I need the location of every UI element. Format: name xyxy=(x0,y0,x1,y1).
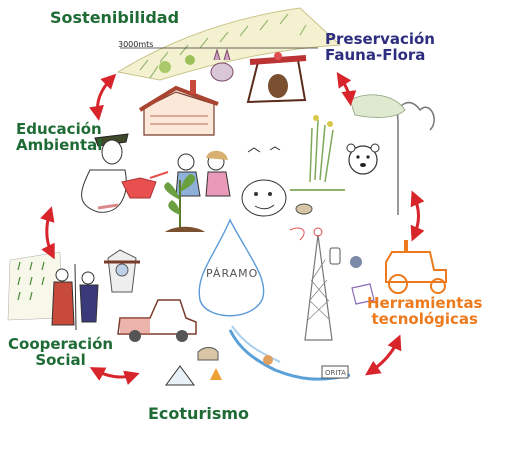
label-cooperacion-line1: Cooperación xyxy=(8,335,114,353)
well-illustration xyxy=(104,249,140,293)
label-preservacion-fauna-flora: Preservación Fauna-Flora xyxy=(325,30,435,64)
farmer-illustration xyxy=(81,133,169,213)
label-herramientas-line2: tecnológicas xyxy=(371,309,479,328)
water-drop-illustration: PÁRAMO xyxy=(198,218,265,317)
gate-illustration xyxy=(246,52,307,104)
donkey-illustration xyxy=(210,48,234,82)
antenna-tower-illustration xyxy=(289,227,333,341)
mountain-slope-illustration: 3000mts xyxy=(116,7,342,81)
arrow-cooperacion-ecoturismo xyxy=(89,367,140,385)
label-herramientas-tecnologicas: Herramientas tecnológicas xyxy=(367,294,483,328)
tractor-illustration xyxy=(385,240,447,294)
label-cooperacion-line2: Social xyxy=(35,350,86,369)
forest-illustration xyxy=(290,94,435,215)
cycle-arrows xyxy=(40,72,425,385)
arrow-preservacion-herramientas xyxy=(410,190,425,242)
sign-label: ORITA xyxy=(325,369,346,377)
plant-illustration xyxy=(164,174,205,232)
label-preservacion-line2: Fauna-Flora xyxy=(325,45,426,64)
sun-face-illustration xyxy=(241,146,313,217)
arrow-sostenibilidad-educacion xyxy=(89,73,117,121)
label-preservacion-line1: Preservación xyxy=(325,30,435,48)
laptop-illustration xyxy=(329,247,375,305)
label-ecoturismo: Ecoturismo xyxy=(148,404,250,423)
river-illustration xyxy=(228,325,351,381)
cooperating-farmers-illustration xyxy=(51,263,99,331)
label-educacion-line2: Ambiental xyxy=(16,135,103,154)
camping-illustration: ORITA xyxy=(165,347,349,386)
paramo-label: PÁRAMO xyxy=(206,267,258,280)
altitude-label: 3000mts xyxy=(118,40,153,49)
label-educacion-ambiental: Educación Ambiental xyxy=(16,120,103,154)
label-educacion-line1: Educación xyxy=(16,120,102,138)
house-illustration xyxy=(138,80,219,136)
arrow-preservacion xyxy=(336,72,357,106)
arrow-herramientas-ecoturismo xyxy=(365,334,402,376)
arrow-educacion-cooperacion xyxy=(40,206,55,260)
truck-illustration xyxy=(117,299,197,342)
label-sostenibilidad: Sostenibilidad xyxy=(50,8,180,27)
label-herramientas-line1: Herramientas xyxy=(367,294,483,312)
label-cooperacion-social: Cooperación Social xyxy=(8,335,114,369)
bear-face-illustration xyxy=(346,143,380,175)
